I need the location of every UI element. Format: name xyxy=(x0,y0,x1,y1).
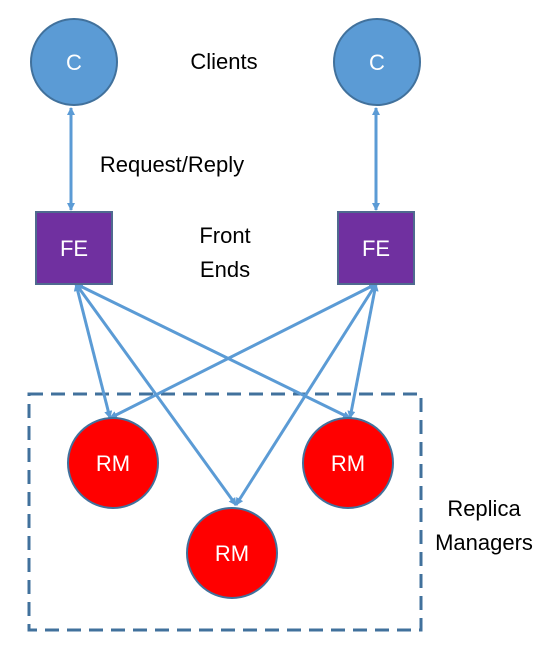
request-reply-label: Request/Reply xyxy=(100,152,244,177)
client-node-right-label: C xyxy=(369,50,385,75)
arrow-fe-right-rm-left xyxy=(109,282,377,420)
arrow-fe-left-rm-left xyxy=(73,283,113,419)
replica-manager-node-right-label: RM xyxy=(331,451,365,476)
front-end-node-left: FE xyxy=(35,211,113,285)
front-ends-label-line2: Ends xyxy=(200,257,250,282)
replica-manager-node-right: RM xyxy=(302,417,394,509)
replica-managers-label-line2: Managers xyxy=(435,530,533,555)
replica-manager-node-bottom: RM xyxy=(186,507,278,599)
replica-manager-node-bottom-label: RM xyxy=(215,541,249,566)
replica-managers-label-line1: Replica xyxy=(447,496,521,521)
replica-managers-boundary xyxy=(27,392,423,632)
arrow-fe-right-rm-right xyxy=(347,283,379,419)
front-end-node-right-label: FE xyxy=(362,236,390,261)
replica-manager-node-left-label: RM xyxy=(96,451,130,476)
clients-label: Clients xyxy=(190,49,257,74)
front-end-node-right: FE xyxy=(337,211,415,285)
front-ends-label-line1: Front xyxy=(199,223,250,248)
replica-manager-node-left: RM xyxy=(67,417,159,509)
front-end-node-left-label: FE xyxy=(60,236,88,261)
client-node-left: C xyxy=(30,18,118,106)
client-node-right: C xyxy=(333,18,421,106)
arrow-fe-left-rm-right xyxy=(75,282,351,420)
client-node-left-label: C xyxy=(66,50,82,75)
